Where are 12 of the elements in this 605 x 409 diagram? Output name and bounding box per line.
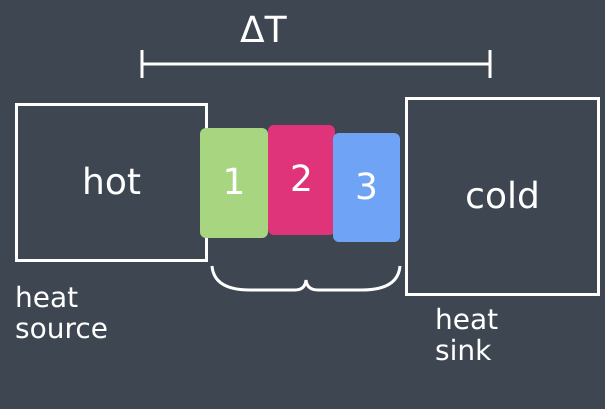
layer-number: 1 xyxy=(222,165,246,201)
layer-block xyxy=(333,133,400,242)
node-label: heat source xyxy=(15,283,109,345)
sink-box xyxy=(405,97,600,296)
layer-number: 3 xyxy=(355,170,378,206)
layer-block xyxy=(268,125,335,235)
dimension-label: ΔT xyxy=(240,10,287,51)
layer-number: 2 xyxy=(290,162,313,198)
node-label: heat sink xyxy=(435,305,500,367)
box-label: cold xyxy=(465,178,540,214)
layer-block xyxy=(200,128,268,238)
box-label: hot xyxy=(82,164,141,200)
